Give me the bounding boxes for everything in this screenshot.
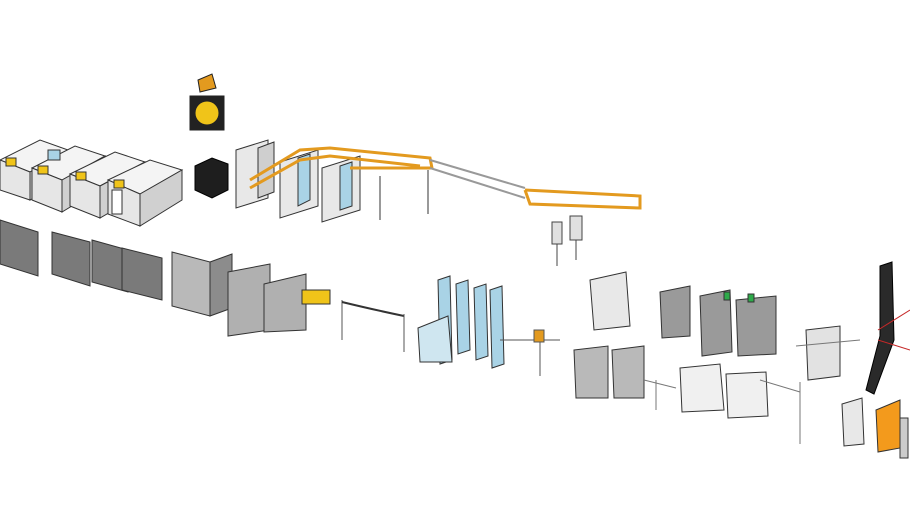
white-queue-railing xyxy=(379,159,526,220)
bins xyxy=(551,215,583,266)
glass-gate-row xyxy=(417,275,505,369)
dark-gate-row xyxy=(0,219,331,337)
ticket-gate-row xyxy=(0,139,184,227)
orange-panel xyxy=(875,399,909,459)
black-cabinet xyxy=(194,157,229,199)
tripod-turnstile-group xyxy=(573,271,865,447)
orange-queue-railing xyxy=(249,146,642,210)
red-pillar xyxy=(865,261,910,395)
tripod-turnstile-small xyxy=(500,329,560,376)
rope-barrier xyxy=(341,300,405,352)
gate-arms xyxy=(643,339,861,444)
hanging-sign xyxy=(189,73,225,131)
ticket-gate xyxy=(106,159,184,227)
